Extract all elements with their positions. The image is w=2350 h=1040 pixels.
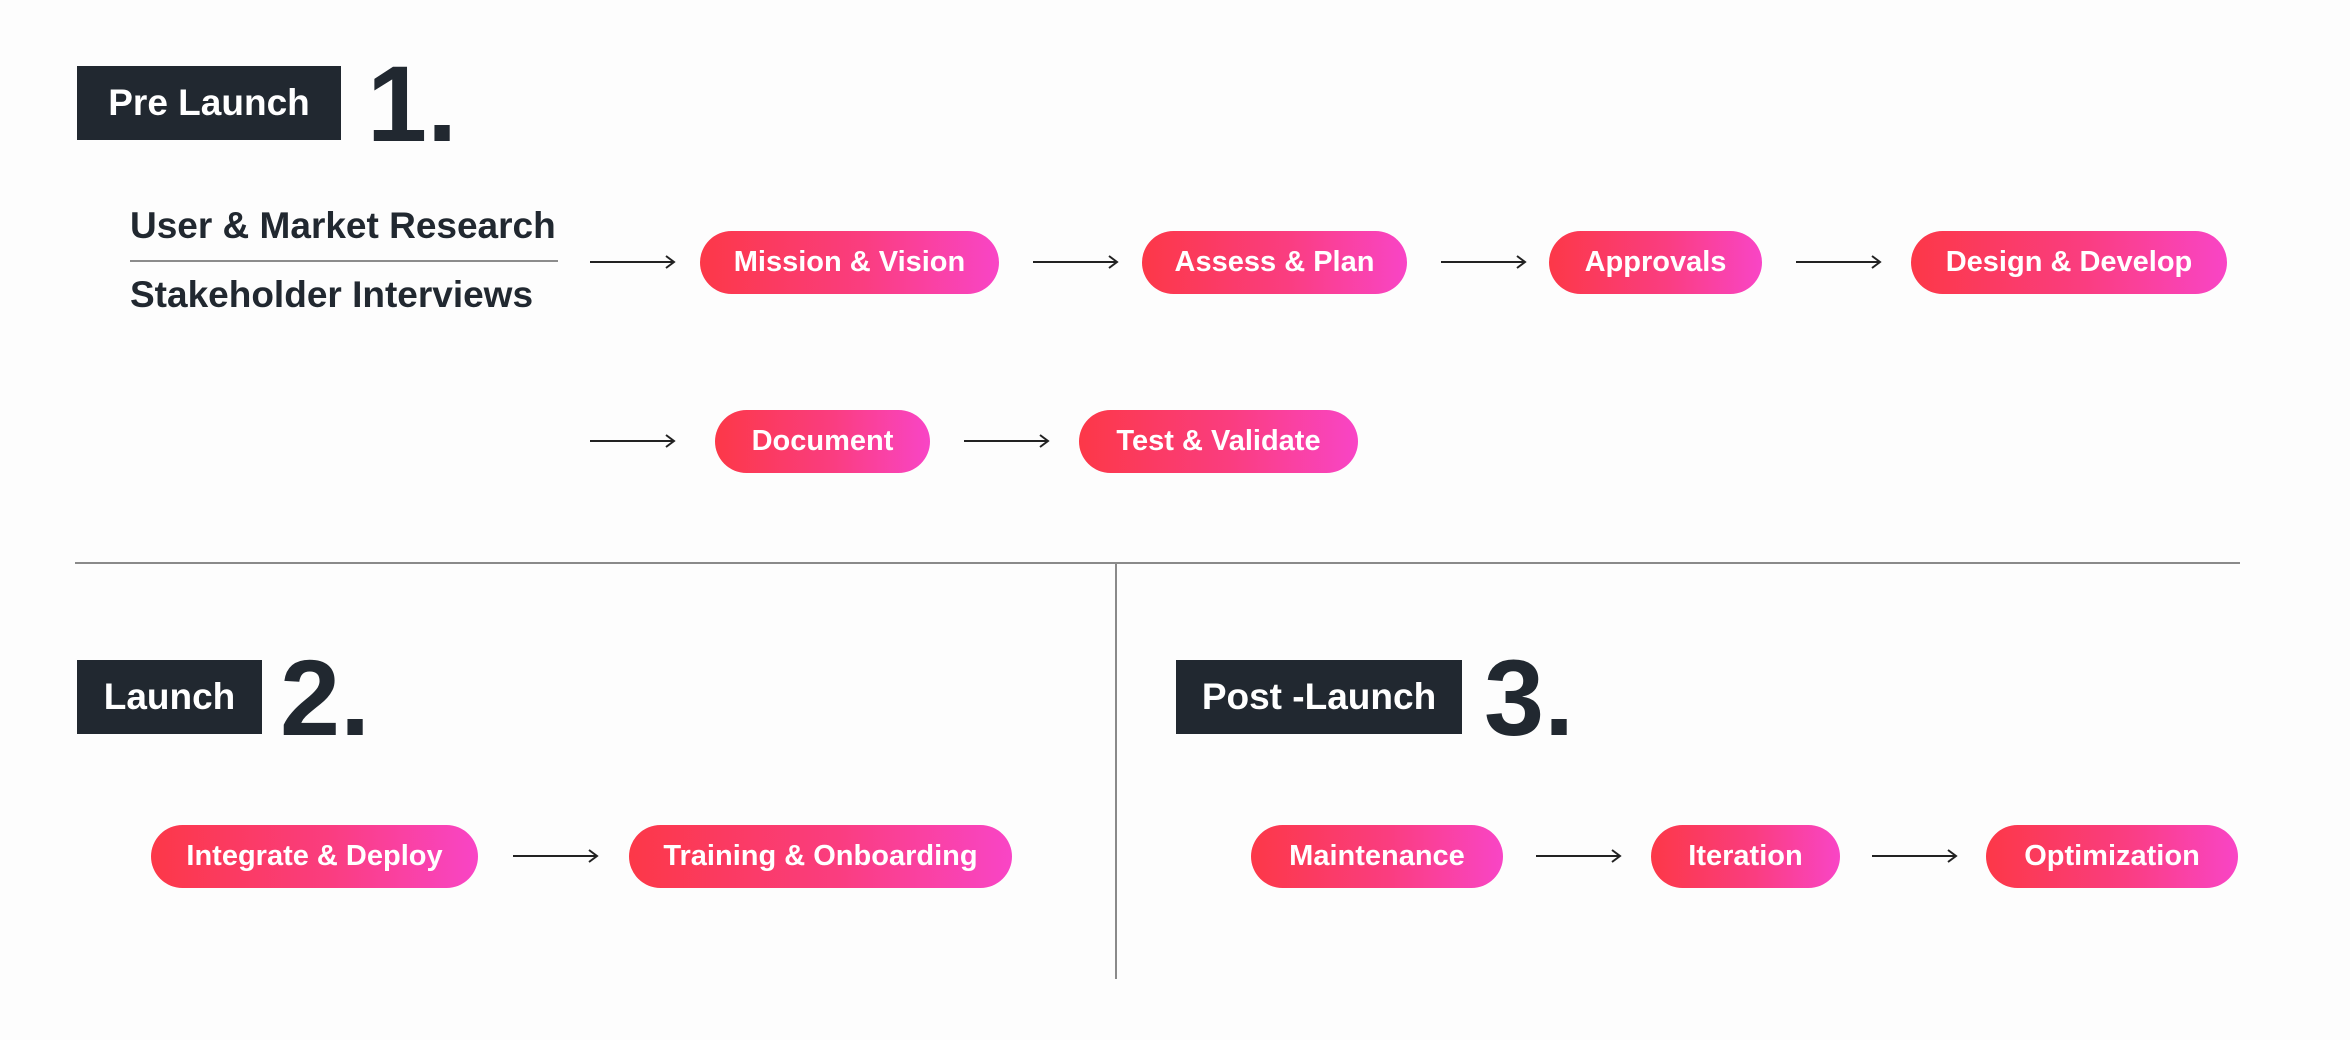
launch-number: 2. [280, 637, 371, 758]
step-document: Document [715, 410, 930, 473]
step-training-onboarding: Training & Onboarding [629, 825, 1012, 888]
step-iteration: Iteration [1651, 825, 1840, 888]
right-arrow-icon [964, 434, 1050, 448]
research-divider [130, 260, 558, 262]
post-launch-number: 3. [1484, 637, 1575, 758]
right-arrow-icon [1441, 255, 1527, 269]
right-arrow-icon [1033, 255, 1119, 269]
research-item-stakeholders: Stakeholder Interviews [130, 274, 534, 315]
right-arrow-icon [1872, 849, 1958, 863]
pre-launch-tag: Pre Launch [77, 66, 341, 140]
step-design-develop: Design & Develop [1911, 231, 2227, 294]
step-approvals: Approvals [1549, 231, 1762, 294]
step-integrate-deploy: Integrate & Deploy [151, 825, 478, 888]
right-arrow-icon [590, 255, 676, 269]
post-launch-tag: Post -Launch [1176, 660, 1462, 734]
pre-launch-number: 1. [367, 43, 458, 164]
step-maintenance: Maintenance [1251, 825, 1503, 888]
right-arrow-icon [1536, 849, 1622, 863]
right-arrow-icon [1796, 255, 1882, 269]
right-arrow-icon [590, 434, 676, 448]
section-divider-horizontal [75, 562, 2240, 564]
step-assess-plan: Assess & Plan [1142, 231, 1407, 294]
research-item-market: User & Market Research [130, 205, 556, 246]
step-optimization: Optimization [1986, 825, 2238, 888]
section-divider-vertical [1115, 563, 1117, 979]
right-arrow-icon [513, 849, 599, 863]
step-test-validate: Test & Validate [1079, 410, 1358, 473]
launch-tag: Launch [77, 660, 262, 734]
step-mission-vision: Mission & Vision [700, 231, 999, 294]
